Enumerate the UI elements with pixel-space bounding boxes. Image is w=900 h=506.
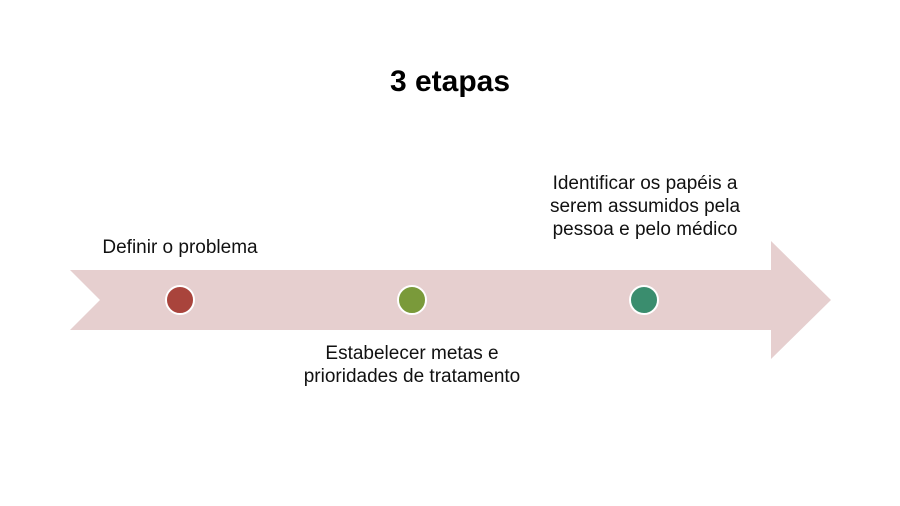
step-1-label: Definir o problema xyxy=(102,237,258,258)
step-2-marker xyxy=(397,285,427,315)
step-2-label: Estabelecer metas e prioridades de trata… xyxy=(303,343,521,387)
step-3-marker xyxy=(629,285,659,315)
step-3-label: Identificar os papéis a serem assumidos … xyxy=(549,173,741,240)
slide-title: 3 etapas xyxy=(389,65,511,98)
step-1-marker xyxy=(165,285,195,315)
timeline-arrow xyxy=(70,241,831,359)
